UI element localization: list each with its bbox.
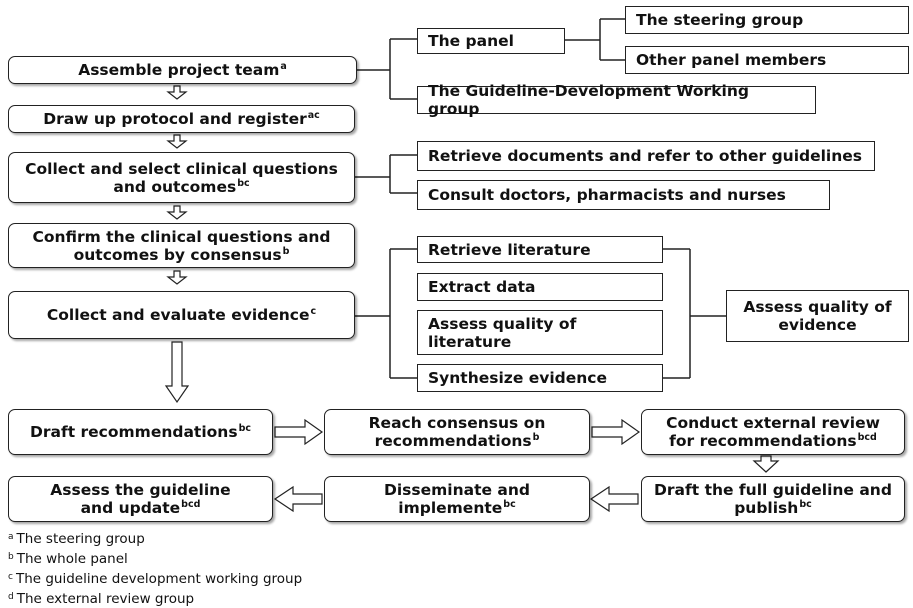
assess-literature-line1: Assess quality of (428, 314, 577, 333)
panel-box: The panel (417, 28, 565, 54)
assess-update-line2: and update (80, 499, 181, 517)
steering-group-box: The steering group (625, 6, 909, 34)
footnote-mark: bc (237, 177, 250, 189)
other-members-label: Other panel members (636, 51, 827, 69)
consult-box: Consult doctors, pharmacists and nurses (417, 180, 830, 210)
synthesize-evidence-box: Synthesize evidence (417, 364, 663, 392)
retrieve-documents-box: Retrieve documents and refer to other gu… (417, 141, 875, 171)
footnote-mark: bcd (181, 499, 201, 510)
footnote-mark: b (532, 432, 540, 443)
confirm-questions-line1: Confirm the clinical questions and (32, 227, 331, 246)
reach-consensus-line2: recommendations (374, 432, 532, 450)
draft-full-guideline-line1: Draft the full guideline and (654, 481, 892, 499)
draft-recommendations-label: Draft recommendations (30, 423, 238, 441)
confirm-questions-line2: outcomes by consensus (73, 245, 282, 264)
retrieve-literature-label: Retrieve literature (428, 240, 591, 259)
reach-consensus-line1: Reach consensus on (368, 414, 546, 432)
footnote-mark: a (8, 532, 14, 542)
assess-evidence-line1: Assess quality of (743, 298, 892, 316)
collect-evidence-box: Collect and evaluate evidencec (8, 291, 355, 339)
footnote-text: The external review group (16, 591, 195, 607)
footnote-mark: bc (238, 423, 251, 434)
footnote-text: The whole panel (16, 551, 128, 567)
footnote-mark: bc (503, 499, 516, 510)
down-arrow (752, 455, 780, 473)
right-arrow (591, 418, 641, 446)
footnote-mark: ac (307, 110, 320, 121)
draft-full-guideline-line2: publish (734, 499, 799, 517)
footnote-text: The guideline development working group (15, 571, 303, 587)
steering-group-label: The steering group (636, 11, 804, 29)
other-members-box: Other panel members (625, 46, 909, 74)
down-arrow (166, 85, 188, 100)
footnote-mark: a (280, 61, 287, 72)
retrieve-literature-box: Retrieve literature (417, 236, 663, 263)
collect-evidence-label: Collect and evaluate evidence (46, 306, 310, 324)
left-arrow (589, 485, 639, 513)
right-arrow (274, 418, 324, 446)
extract-data-box: Extract data (417, 273, 663, 301)
assess-update-line1: Assess the guideline (50, 481, 231, 499)
long-down-arrow (164, 341, 190, 404)
extract-data-label: Extract data (428, 278, 536, 296)
disseminate-line1: Disseminate and (383, 481, 530, 499)
synthesize-evidence-label: Synthesize evidence (428, 369, 607, 387)
consult-label: Consult doctors, pharmacists and nurses (428, 186, 786, 204)
footnote-mark: c (310, 306, 317, 317)
footnote-mark: bc (799, 499, 812, 510)
assemble-team-label: Assemble project team (78, 61, 280, 79)
draw-up-protocol-box: Draw up protocol and registerac (8, 105, 355, 133)
external-review-line1: Conduct external review (666, 414, 880, 432)
draft-recommendations-box: Draft recommendationsbc (8, 409, 273, 455)
left-arrow (273, 485, 323, 513)
footnote-text: The steering group (16, 531, 145, 547)
external-review-line2: for recommendations (669, 432, 857, 450)
down-arrow (166, 134, 188, 149)
disseminate-line2: implemente (398, 499, 503, 517)
footnote-mark: d (8, 592, 14, 602)
retrieve-documents-label: Retrieve documents and refer to other gu… (428, 147, 863, 165)
assess-literature-line2: literature (428, 332, 512, 351)
collect-questions-line1: Collect and select clinical questions (25, 159, 338, 178)
down-arrow (166, 270, 188, 285)
collect-questions-line2: and outcomes (113, 177, 237, 196)
working-group-box: The Guideline-Development Working group (417, 82, 816, 118)
panel-label: The panel (428, 32, 514, 50)
footnote-mark: b (282, 245, 290, 257)
working-group-label: The Guideline-Development Working group (428, 82, 749, 118)
assemble-team-box: Assemble project teama (8, 56, 357, 84)
footnote-mark: c (8, 572, 13, 582)
footnote-mark: bcd (857, 432, 877, 443)
draw-up-protocol-label: Draw up protocol and register (43, 110, 307, 128)
assess-evidence-line2: evidence (778, 316, 857, 334)
footnote-mark: b (8, 552, 14, 562)
down-arrow (166, 205, 188, 220)
